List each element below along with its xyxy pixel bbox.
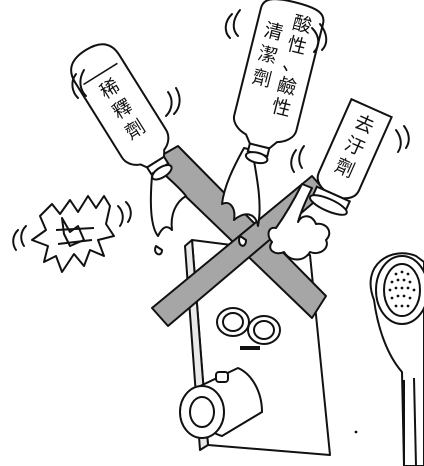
hand-shower-icon [371, 253, 424, 466]
speck [355, 431, 358, 434]
bottle-acid-alkali-cleaner: 酸 性 、 鹼 性 清 潔 劑 [224, 0, 326, 170]
scrub-pad-icon [32, 196, 114, 272]
bottle-stain-remover: 去 汙 劑 [306, 99, 392, 219]
